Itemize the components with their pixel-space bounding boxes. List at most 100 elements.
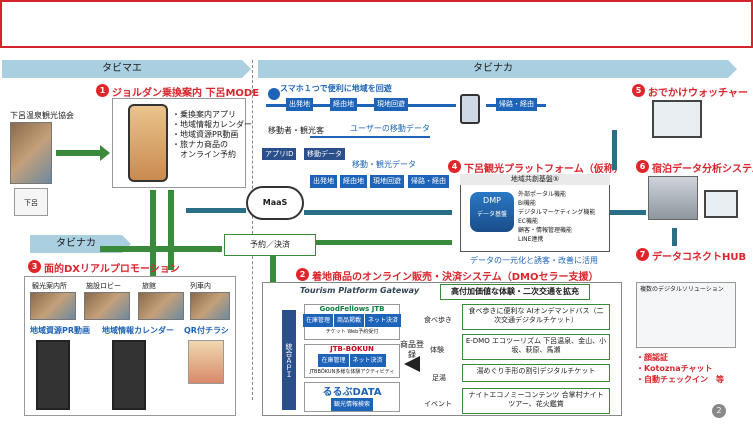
arrow-head (100, 145, 110, 161)
unified-api: 統合ＡＰＩ (282, 310, 296, 410)
num-4: 4 (448, 160, 461, 173)
hotel-building (648, 176, 698, 220)
num-3: 3 (28, 260, 41, 273)
phase-divider (252, 60, 253, 400)
s7-feature: ・顔認証 (636, 353, 668, 362)
arrow-hub (672, 228, 677, 246)
page-number: 2 (712, 404, 726, 418)
s1-item: オンライン予約 (172, 150, 236, 159)
s3-photo-label: 列車内 (190, 282, 211, 290)
arrow-maas (186, 208, 246, 213)
band-tabinaka-left: タビナカ (30, 235, 131, 253)
s7-feature: ・Kotoznaチャット (636, 364, 713, 373)
maas-cloud: MaaS (246, 186, 304, 220)
route-label: 出発地 (286, 98, 313, 111)
s7-features: ・顔認証 ・Kotoznaチャット ・自動チェックイン 等 (636, 352, 724, 385)
data-base-label: データ基盤 (476, 211, 507, 218)
s2-title: 着地商品のオンライン販売・決済システム（DMOセラー支援） (312, 272, 599, 283)
num-7: 7 (636, 248, 649, 261)
value-category: イベント (424, 400, 452, 408)
s3-photo-label: 旅館 (142, 282, 156, 290)
arrow-vertical (168, 190, 174, 270)
gf-feature: 在庫管理 (302, 314, 333, 327)
kyokai-label: 下呂温泉観光協会 (10, 111, 74, 120)
s1-item: ・乗換案内アプリ (172, 110, 236, 119)
arrow-down (270, 256, 276, 286)
platform-label: 地域共創基盤⑤ (460, 174, 610, 185)
arrow-horizontal (100, 246, 222, 252)
s5-title: おでかけウォッチャー (648, 88, 748, 99)
platform-feature: デジタルマーケティング機能 (518, 209, 596, 216)
s3-item: 地域資源PR動画 (30, 326, 91, 335)
arrow-reserve-platform (316, 240, 452, 245)
gf-caption: チケット Web予約受付 (325, 329, 379, 335)
platform-caption: データの一元化と誘客・改善に活用 (470, 256, 598, 265)
s7-title: データコネクトHUB (652, 252, 747, 263)
route-label: 帰路・経由 (496, 98, 537, 111)
gf-feature: 商品掲載 (334, 314, 365, 327)
arrow-kyokai-to-app (56, 150, 102, 156)
platform-feature: BI機能 (518, 200, 536, 207)
jtb-feature: ネット決済 (349, 354, 386, 367)
visitor-label: 移動者・観光客 (268, 126, 324, 135)
s3-photo-label: 観光案内所 (32, 282, 67, 290)
jtb-logo: JTB-BÖKUN (330, 345, 374, 353)
arrow-register (404, 356, 420, 372)
s1-item: ・地域情報カレンダー (172, 120, 252, 129)
s3-photo (138, 292, 184, 320)
app-id-tag: アプリID (262, 148, 297, 160)
platform-feature-list: 外部ポータル機能 BI機能 デジタルマーケティング機能 EC機能 顧客・情報管理… (518, 190, 595, 244)
reserve-box: 予約／決済 (224, 234, 316, 256)
qr-flyer (188, 340, 224, 384)
dmp-label: DMP (483, 196, 501, 205)
jtb-caption: JTBBÖKUN多様な体験アクティビティ (309, 369, 395, 375)
s3-photo-label: 施設ロビー (86, 282, 121, 290)
num-6: 6 (636, 160, 649, 173)
value-category: 体験 (430, 346, 444, 354)
value-item: E-DMO エコツーリズム 下呂温泉、金山、小坂、萩原、馬瀬 (462, 334, 610, 360)
num-1: 1 (96, 84, 109, 97)
s7-feature: ・自動チェックイン 等 (636, 375, 724, 384)
platform-feature: EC機能 (518, 218, 538, 225)
user-data-label: ユーザーの移動データ (350, 124, 430, 133)
route-label: 現地回遊 (374, 98, 408, 111)
user-data-line (310, 136, 430, 138)
s3-photo (30, 292, 76, 320)
value-title: 高付加価値な体験・二次交通を拡充 (440, 284, 590, 300)
platform-feature: 顧客・情報管理機能 (518, 227, 573, 234)
platform-feature: 外部ポータル機能 (518, 191, 567, 198)
signage-2 (112, 340, 146, 410)
value-item: ナイトエコノミーコンテンツ 合掌村ナイトツアー、花火鑑賞 (462, 388, 610, 414)
value-item: 食べ歩きに便利な AIオンデマンドバス（二次交通デジタルチケット） (462, 304, 610, 330)
s3-title: 面的DXリアルプロモーション (44, 264, 180, 275)
solution-box (636, 282, 736, 348)
s1-list: ・乗換案内アプリ ・地域情報カレンダー ・地域資源PR動画 ・旅ナカ商品の オン… (172, 110, 252, 160)
s6-title: 宿泊データ分析システム (652, 164, 753, 175)
jorudan-phone (128, 104, 168, 182)
rurubu-box: るるぶDATA 観光情報検索 (304, 382, 400, 412)
s3-photo (84, 292, 130, 320)
watcher-monitor (652, 100, 702, 138)
platform-feature: LINE連携 (518, 236, 544, 243)
value-category: 足湯 (432, 374, 446, 382)
gf-feature: ネット決済 (365, 314, 402, 327)
route-label-2: 経由地 (340, 175, 367, 188)
value-side-label: 商品登録 (400, 340, 424, 359)
dmp-cylinder: DMP データ基盤 (470, 192, 514, 232)
num-5: 5 (632, 84, 645, 97)
jtb-box: JTB-BÖKUN 在庫管理ネット決済 JTBBÖKUN多様な体験アクティビティ (304, 344, 400, 378)
rurubu-logo: るるぶDATA (322, 387, 382, 398)
goodfellows-logo: GoodFellows JTB (319, 305, 385, 313)
s4-title: 下呂観光プラットフォーム（仮称） (464, 164, 624, 175)
analysis-monitor (704, 190, 738, 218)
solution-label: 複数のデジタルソリューション (640, 286, 724, 293)
num-2: 2 (296, 268, 309, 281)
s3-photo (190, 292, 230, 320)
person-icon (268, 88, 280, 100)
s3-item: 地域情報カレンダー (102, 326, 174, 335)
s1-item: ・地域資源PR動画 (172, 130, 239, 139)
route-label-2: 帰路・経由 (408, 175, 449, 188)
value-item: 湯めぐり手形の割引デジタルチケット (462, 364, 610, 382)
s3-item: QR付チラシ (184, 326, 229, 335)
